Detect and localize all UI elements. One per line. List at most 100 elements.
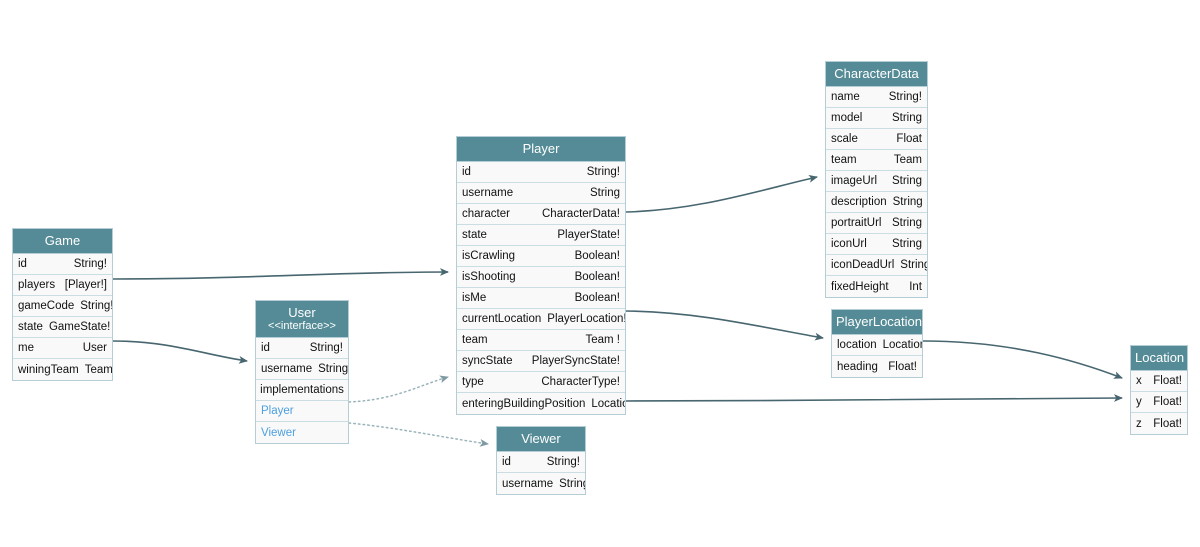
field-row[interactable]: state PlayerState! bbox=[457, 225, 625, 246]
field-row[interactable]: currentLocation PlayerLocation! bbox=[457, 309, 625, 330]
field-name: team bbox=[831, 154, 857, 166]
field-type: [Player!] bbox=[64, 279, 107, 291]
field-row[interactable]: me User bbox=[13, 338, 112, 359]
field-name: me bbox=[18, 342, 34, 354]
field-name: character bbox=[462, 208, 510, 220]
field-row[interactable]: players[Player!] bbox=[13, 275, 112, 296]
field-name: state bbox=[462, 229, 487, 241]
field-type: Int bbox=[909, 280, 922, 293]
field-type: Team bbox=[893, 154, 922, 166]
field-type: String! bbox=[80, 300, 112, 312]
field-name: portraitUrl bbox=[831, 217, 882, 229]
field-type: String! bbox=[888, 91, 922, 103]
field-row[interactable]: Player bbox=[256, 401, 348, 422]
field-row[interactable]: username String bbox=[256, 359, 348, 380]
entity-title: Player bbox=[522, 141, 560, 156]
field-type-link[interactable]: PlayerLocation bbox=[547, 313, 624, 325]
entity-title: PlayerLocation bbox=[836, 314, 922, 329]
field-name: username bbox=[502, 477, 554, 490]
field-row[interactable]: Viewer bbox=[256, 422, 348, 443]
edge-player-enteringbuildingposition-to-location bbox=[625, 394, 1123, 402]
field-type: Boolean! bbox=[574, 271, 620, 283]
field-type: String bbox=[891, 238, 922, 250]
edge-user-player-implements bbox=[348, 375, 449, 403]
field-name: y bbox=[1136, 396, 1142, 408]
edge-player-character-to-characterdata bbox=[625, 174, 818, 213]
field-name: x bbox=[1136, 375, 1142, 387]
field-row[interactable]: enteringBuildingPositionLocation bbox=[457, 393, 625, 414]
entity-title: Game bbox=[44, 233, 81, 248]
field-name: isMe bbox=[462, 292, 487, 304]
field-row[interactable]: name String! bbox=[826, 87, 927, 108]
field-name: z bbox=[1136, 417, 1142, 430]
entity-header-characterdata: CharacterData bbox=[826, 62, 927, 87]
field-type: User bbox=[83, 342, 107, 354]
entity-title: Location bbox=[1135, 350, 1185, 365]
field-name: iconDeadUrl bbox=[831, 259, 895, 271]
field-name: name bbox=[831, 91, 860, 103]
field-type-link[interactable]: Location bbox=[591, 397, 625, 410]
field-row[interactable]: implementations bbox=[256, 380, 348, 401]
field-type: Location bbox=[591, 398, 625, 410]
field-name: heading bbox=[837, 360, 878, 373]
field-type-link[interactable]: Player! bbox=[68, 279, 104, 291]
field-type-link[interactable]: Location bbox=[882, 339, 922, 351]
field-type: String bbox=[318, 363, 348, 375]
field-name: type bbox=[462, 376, 484, 388]
field-type: String bbox=[900, 259, 927, 271]
entity-playerlocation[interactable]: PlayerLocationlocationLocation!headingFl… bbox=[831, 309, 923, 378]
field-name: model bbox=[831, 112, 863, 124]
field-row[interactable]: iconDeadUrl String bbox=[826, 255, 927, 276]
field-name: state bbox=[18, 321, 43, 333]
field-row[interactable]: team Team bbox=[826, 150, 927, 171]
field-type: String! bbox=[309, 342, 343, 354]
field-type: String! bbox=[586, 166, 620, 178]
field-name: location bbox=[837, 339, 877, 351]
field-name: currentLocation bbox=[462, 313, 542, 325]
edge-user-viewer-implements bbox=[348, 422, 489, 447]
field-type-link[interactable]: CharacterData bbox=[542, 208, 617, 220]
edge-playerlocation-location-to-location bbox=[922, 340, 1123, 379]
field-type: PlayerLocation! bbox=[547, 313, 625, 325]
field-type: PlayerState! bbox=[557, 229, 620, 241]
field-name: username bbox=[261, 363, 313, 375]
edge-game-me-to-user bbox=[112, 340, 248, 364]
entity-title: CharacterData bbox=[834, 66, 919, 81]
field-type-link[interactable]: User bbox=[82, 342, 107, 354]
field-type: Team bbox=[84, 363, 112, 376]
